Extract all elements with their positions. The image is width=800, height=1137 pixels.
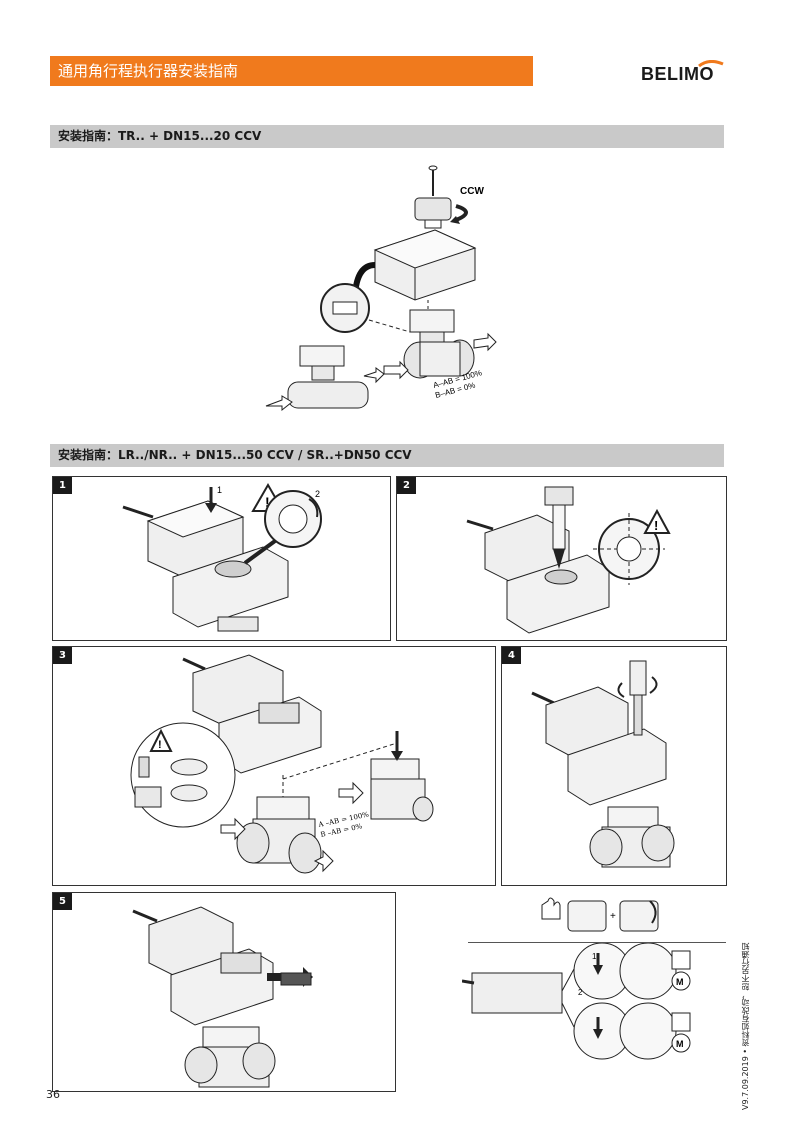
motor-icon-label: M — [676, 1039, 684, 1049]
step-panel-4: 4 — [501, 646, 727, 886]
manual-override-illustration: + 1 2 M M — [462, 897, 691, 1060]
motor-icon-label: M — [676, 977, 684, 987]
step-3-illustration: ! A –AB = 100% B –AB = 0% — [130, 654, 434, 874]
section-title-lr-text: 安装指南：LR../NR.. + DN15...50 CCV / SR..+DN… — [58, 448, 412, 462]
step-number-5: 5 — [53, 893, 72, 910]
warning-icon: ! — [158, 739, 162, 751]
section-title-tr: 安装指南：TR.. + DN15...20 CCV — [50, 125, 724, 148]
warning-icon: ! — [265, 494, 270, 510]
step-panel-2: ! 2 — [396, 476, 727, 641]
step-2-illustration: ! — [466, 486, 671, 634]
page-title-banner: 通用角行程执行器安装指南 — [50, 56, 533, 86]
step-number-3: 3 — [53, 647, 72, 664]
step-panel-3: ! A –AB = 100% B –AB = 0% 3 — [52, 646, 496, 886]
page-number: 36 — [46, 1088, 60, 1101]
step-panel-1: 1 ! 2 1 — [52, 476, 391, 641]
hand-icon — [541, 897, 561, 920]
divider — [468, 942, 726, 943]
section-title-lr: 安装指南：LR../NR.. + DN15...50 CCV / SR..+DN… — [50, 444, 724, 467]
hand-tool-icon — [671, 950, 691, 970]
step-5-illustration — [132, 906, 313, 1088]
step-1-illustration: 1 ! 2 — [122, 482, 322, 632]
step-number-2: 2 — [397, 477, 416, 494]
page-title: 通用角行程执行器安装指南 — [58, 62, 239, 80]
section-title-tr-text: 安装指南：TR.. + DN15...20 CCV — [58, 129, 262, 143]
manual-label-1: 1 — [592, 952, 597, 961]
tr-valve-assembly-illustration: CCW A AB A–AB = 100% B–AB = 0% — [265, 165, 497, 412]
step-1-label-1: 1 — [217, 485, 222, 495]
motor-icon — [671, 1033, 691, 1053]
step-number-1: 1 — [53, 477, 72, 494]
step-panel-5: 5 — [52, 892, 396, 1092]
logo-swoosh-icon — [698, 60, 724, 68]
step-4-illustration — [531, 660, 675, 868]
version-note: V9.7.09.2019 • 资料如有改动，恕不另行通知 — [741, 942, 750, 1110]
manual-label-2: 2 — [578, 988, 583, 997]
svg-text:+: + — [610, 911, 616, 922]
brand-logo-text: BELIMO — [641, 64, 714, 84]
step-number-4: 4 — [502, 647, 521, 664]
motor-icon — [671, 971, 691, 991]
brand-logo: BELIMO — [641, 60, 731, 86]
warning-icon: ! — [654, 518, 658, 533]
hand-tool-icon — [671, 1012, 691, 1032]
ccw-label: CCW — [460, 186, 484, 197]
step-1-label-2: 2 — [315, 489, 320, 499]
